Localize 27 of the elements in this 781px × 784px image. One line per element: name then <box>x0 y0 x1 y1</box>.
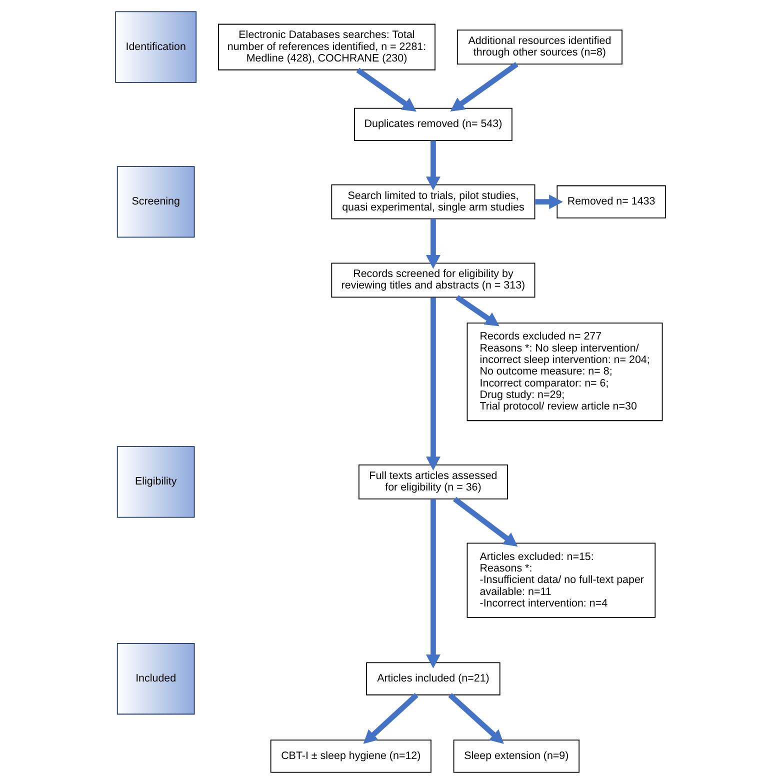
node-box: Eligibility <box>116 446 195 518</box>
node-box: Search limited to trials, pilot studies, quasi experimental, single arm studies <box>331 184 536 220</box>
node-box: Sleep extension (n=9) <box>453 740 580 773</box>
node-box: Removed n= 1433 <box>556 185 666 218</box>
arrow <box>356 68 416 112</box>
node-box: Records screened for eligibility by reviewing titles and abstracts (n = 313) <box>331 262 536 298</box>
arrow <box>363 693 418 744</box>
node-box: Full texts articles assessed for eligibility (n = 36) <box>358 464 508 500</box>
node-box: CBT-I ± sleep hygiene (n=12) <box>270 740 432 773</box>
arrow <box>535 194 563 210</box>
node-box: Articles excluded: n=15: Reasons *: -Insufficient data/ no full-text paper available: n=11 -Incorrect intervention: n=4 <box>466 542 656 618</box>
node-box: Screening <box>116 166 195 238</box>
node-box: Articles included (n=21) <box>366 662 500 696</box>
arrow <box>426 140 440 190</box>
node-box: Duplicates removed (n= 543) <box>354 108 512 142</box>
node-box: Additional resources identified through other sources (n=8) <box>456 30 622 65</box>
arrow <box>456 295 500 326</box>
node-box: Included <box>116 642 195 715</box>
arrow <box>448 692 504 744</box>
arrow <box>426 218 440 269</box>
arrow <box>426 499 440 668</box>
arrow <box>426 297 440 470</box>
node-box: Records excluded n= 277 Reasons *: No sleep intervention/ incorrect sleep intervention: n= 204; No outcome measure: n= 8; Incorrect comparator: n= 6; Drug study: n=29; Trial protocol/ review article n=30 <box>466 322 663 422</box>
arrow <box>450 62 518 112</box>
node-box: Electronic Databases searches: Total number of references identified, n = 2281: Medline (428), COCHRANE (230) <box>218 24 436 70</box>
arrow <box>453 496 518 547</box>
node-box: Identification <box>115 11 197 83</box>
